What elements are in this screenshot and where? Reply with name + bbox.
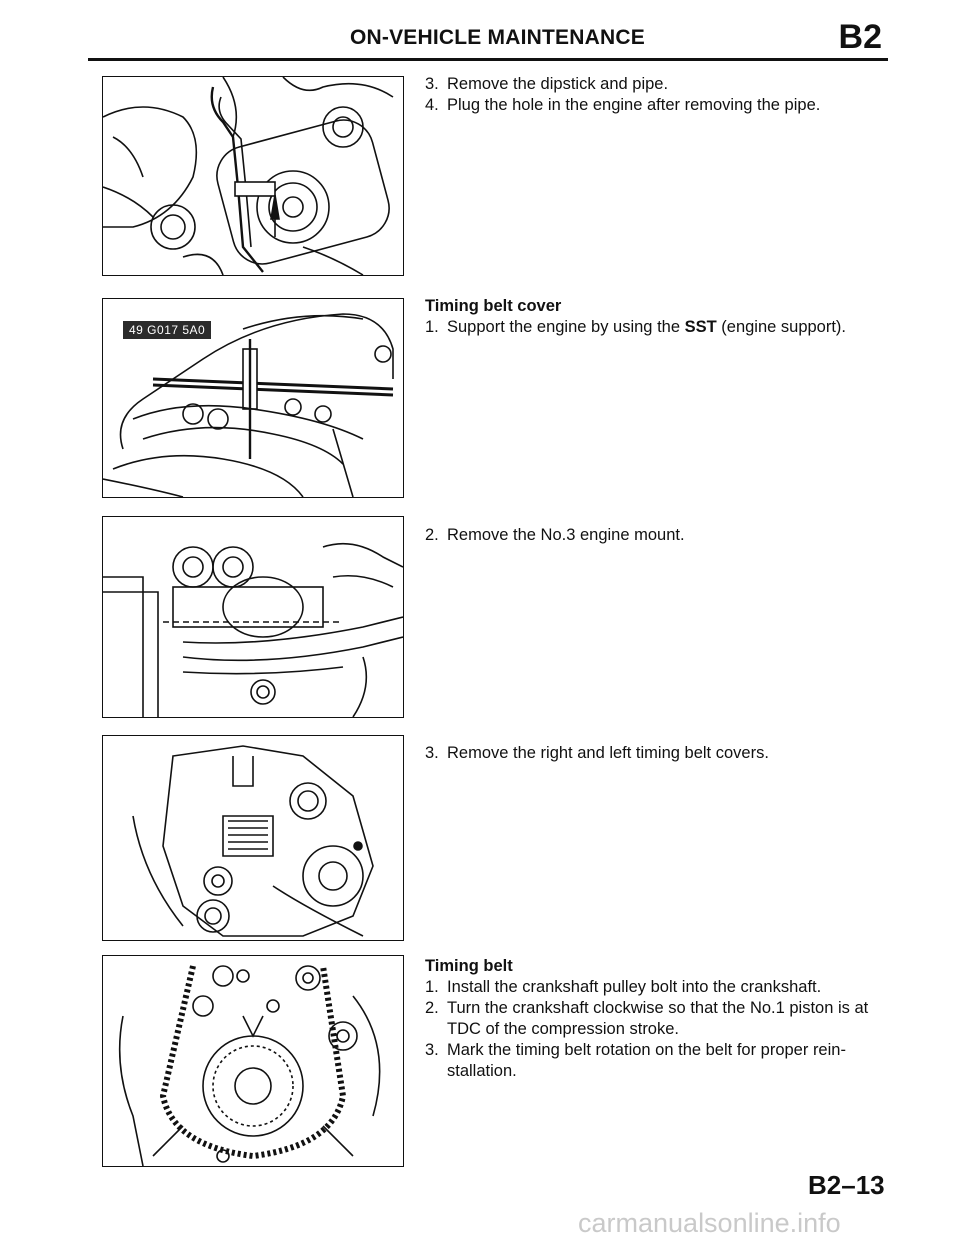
step-text: Mark the timing belt rotation on the bel… [447,1041,846,1080]
watermark: carmanualsonline.info [578,1208,841,1238]
instruction-step: 3. Remove the dipstick and pipe. [425,74,895,95]
engine-mount-instructions: 2. Remove the No.3 engine mount. [425,525,895,546]
timing-belt-cover-figure [102,735,404,941]
sst-part-number-label: 49 G017 5A0 [123,321,212,339]
step-text: Plug the hole in the engine after removi… [447,96,821,114]
page-title: ON-VEHICLE MAINTENANCE [350,26,645,49]
sst-term: SST [684,318,717,336]
dipstick-instructions: 3. Remove the dipstick and pipe. 4. Plug… [425,74,895,116]
step-text: Install the crankshaft pulley bolt into … [447,978,822,996]
page-header: ON-VEHICLE MAINTENANCE B2 [88,18,888,61]
step-number: 2. [425,526,439,544]
instruction-step: 3. Mark the timing belt rotation on the … [425,1040,895,1082]
step-text: Remove the No.3 engine mount. [447,526,685,544]
step-number: 2. [425,999,439,1017]
timing-belt-instructions: Timing belt 1. Install the crankshaft pu… [425,956,895,1082]
step-number: 4. [425,96,439,114]
engine-mount-figure [102,516,404,718]
section-heading: Timing belt cover [425,297,562,315]
instruction-step: 2. Remove the No.3 engine mount. [425,525,895,546]
engine-support-figure: 49 G017 5A0 [102,298,404,498]
step-text: Remove the right and left timing belt co… [447,744,769,762]
timing-belt-cover-instructions: Timing belt cover 1. Support the engine … [425,296,895,338]
dipstick-pipe-figure [102,76,404,276]
step-text-end: (engine support). [716,318,847,336]
step-text: Turn the crankshaft clockwise so that th… [447,999,869,1038]
instruction-step: 2. Turn the crankshaft clockwise so that… [425,998,895,1040]
step-number: 1. [425,978,439,996]
instruction-step: 1. Support the engine by using the SST (… [425,317,895,338]
page-number: B2–13 [808,1170,885,1200]
section-code: B2 [838,18,882,56]
step-text: Support the engine by using the [447,318,685,336]
instruction-step: 4. Plug the hole in the engine after rem… [425,95,895,116]
timing-belt-figure [102,955,404,1167]
instruction-step: 1. Install the crankshaft pulley bolt in… [425,977,895,998]
step-number: 3. [425,1041,439,1059]
step-number: 3. [425,75,439,93]
timing-belt-covers-instructions: 3. Remove the right and left timing belt… [425,743,895,764]
step-text: Remove the dipstick and pipe. [447,75,669,93]
step-number: 1. [425,318,439,336]
section-heading: Timing belt [425,957,513,975]
instruction-step: 3. Remove the right and left timing belt… [425,743,895,764]
step-number: 3. [425,744,439,762]
